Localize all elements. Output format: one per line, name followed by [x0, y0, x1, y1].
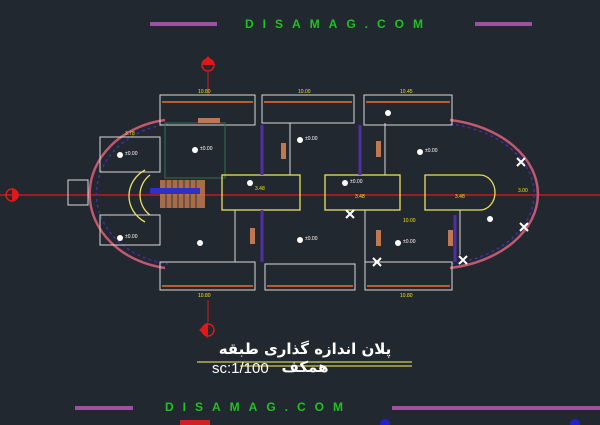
left-curved-wall: [88, 118, 166, 270]
door-icons: [198, 118, 453, 246]
drawing-scale: sc:1/100: [212, 360, 269, 377]
cropped-element: [380, 419, 390, 425]
watermark-top: DISAMAG.COM: [245, 17, 432, 31]
level-label: ±0.00: [200, 146, 213, 152]
watermark-bar: [75, 406, 133, 410]
section-marker-icon: [201, 56, 215, 72]
dimension-label: 3.48: [455, 194, 465, 200]
dimension-label: 10.00: [403, 218, 416, 224]
right-curved-wall: [449, 118, 540, 270]
right-curved-window: [449, 123, 535, 265]
watermark-bar: [475, 22, 532, 26]
cropped-element: [180, 420, 210, 425]
level-label: ±0.00: [125, 151, 138, 157]
section-marker-icon: [5, 188, 20, 202]
bottom-rooms: [99, 210, 461, 291]
staircase: [150, 180, 205, 208]
entrance-box: [67, 179, 89, 206]
level-label: ±0.00: [403, 239, 416, 245]
level-label: ±0.00: [125, 234, 138, 240]
dimension-label: 10.00: [298, 89, 311, 95]
light-fixture-icons: [117, 110, 493, 246]
drawing-title: پلان اندازه گذاری طبقه همکف: [218, 340, 392, 376]
dimension-label: 10.80: [198, 293, 211, 299]
dimension-label: 10.45: [400, 89, 413, 95]
dimension-label: 10.80: [198, 89, 211, 95]
watermark-bar: [150, 22, 217, 26]
dimension-label: 3.78: [125, 131, 135, 137]
dimension-label: 3.48: [255, 186, 265, 192]
level-label: ±0.00: [305, 236, 318, 242]
left-curved-window: [95, 123, 169, 265]
watermark-bar: [392, 406, 600, 410]
watermark-bottom: DISAMAG.COM: [165, 400, 352, 414]
level-label: ±0.00: [350, 179, 363, 185]
level-label: ±0.00: [425, 148, 438, 154]
level-label: ±0.00: [305, 136, 318, 142]
partition-walls: [260, 125, 457, 262]
cropped-element: [570, 419, 580, 425]
fan-icons: [345, 157, 529, 267]
dimension-label: 3.48: [355, 194, 365, 200]
dimension-label: 10.80: [400, 293, 413, 299]
dimension-label: 3.00: [518, 188, 528, 194]
top-rooms: [99, 94, 453, 179]
section-marker-icon: [199, 322, 215, 338]
